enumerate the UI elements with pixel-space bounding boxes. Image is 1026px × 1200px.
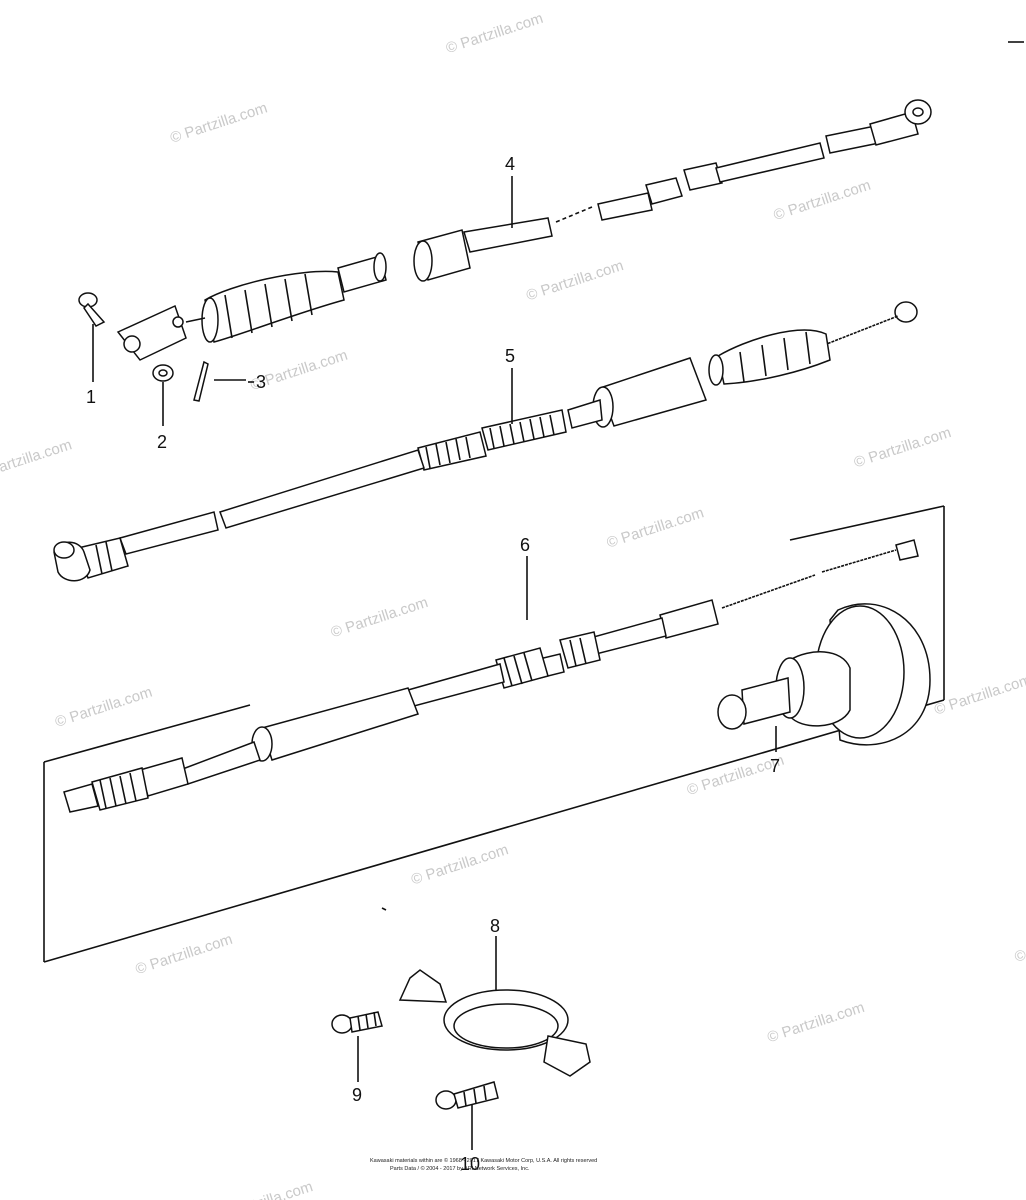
callout-10: 10 bbox=[460, 1154, 480, 1174]
part-6-box bbox=[43, 505, 945, 963]
watermark: © Partzilla.com bbox=[765, 999, 866, 1046]
watermark: © Partzilla.com bbox=[524, 257, 625, 304]
part-5-cable bbox=[53, 301, 918, 582]
part-4-cable bbox=[116, 99, 932, 361]
callout-5: 5 bbox=[505, 346, 515, 366]
callout-labels: 1 2 3 4 5 6 7 8 9 10 bbox=[86, 154, 780, 1174]
part-10-screw bbox=[435, 1081, 499, 1110]
part-2-washer bbox=[152, 364, 174, 382]
copyright-notice: Kawasaki materials within are © 1968 - 2… bbox=[370, 1157, 597, 1172]
part-1-pin bbox=[78, 292, 106, 327]
watermark: © Partzilla.com bbox=[329, 594, 430, 641]
watermark: © Partzilla.com bbox=[444, 10, 545, 57]
leader-lines bbox=[92, 176, 777, 1150]
watermark: © Partzilla.com bbox=[852, 424, 953, 471]
callout-3: 3 bbox=[256, 372, 266, 392]
copyright-line-2: Parts Data / © 2004 - 2017 by ARI Networ… bbox=[390, 1165, 530, 1172]
copyright-line-1: Kawasaki materials within are © 1968 - 2… bbox=[370, 1157, 597, 1164]
part-7-boot bbox=[717, 603, 931, 746]
callout-6: 6 bbox=[520, 535, 530, 555]
watermark: © Partzilla.com bbox=[605, 504, 706, 551]
watermark: © Partzilla.com bbox=[409, 841, 510, 888]
part-3-cotter-pin bbox=[193, 360, 209, 402]
callout-1: 1 bbox=[86, 387, 96, 407]
stray-mark bbox=[381, 907, 387, 911]
callout-4: 4 bbox=[505, 154, 515, 174]
callout-2: 2 bbox=[157, 432, 167, 452]
watermark: © Partzilla.com bbox=[214, 1178, 315, 1200]
watermark: © Partzilla.com bbox=[53, 684, 154, 731]
part-9-screw bbox=[331, 1011, 383, 1034]
watermark: © Partzilla.com bbox=[771, 177, 872, 224]
callout-7: 7 bbox=[770, 756, 780, 776]
watermark: © Partzilla.com bbox=[1013, 919, 1026, 966]
callout-9: 9 bbox=[352, 1085, 362, 1105]
watermark: © Partzilla.com bbox=[0, 436, 74, 483]
watermark: © Partzilla.com bbox=[168, 99, 269, 146]
watermark: © Partzilla.com bbox=[932, 671, 1026, 718]
part-8-clamp bbox=[398, 969, 591, 1077]
watermark: © Partzilla.com bbox=[133, 931, 234, 978]
part-6-cable bbox=[63, 539, 919, 813]
callout-8: 8 bbox=[490, 916, 500, 936]
